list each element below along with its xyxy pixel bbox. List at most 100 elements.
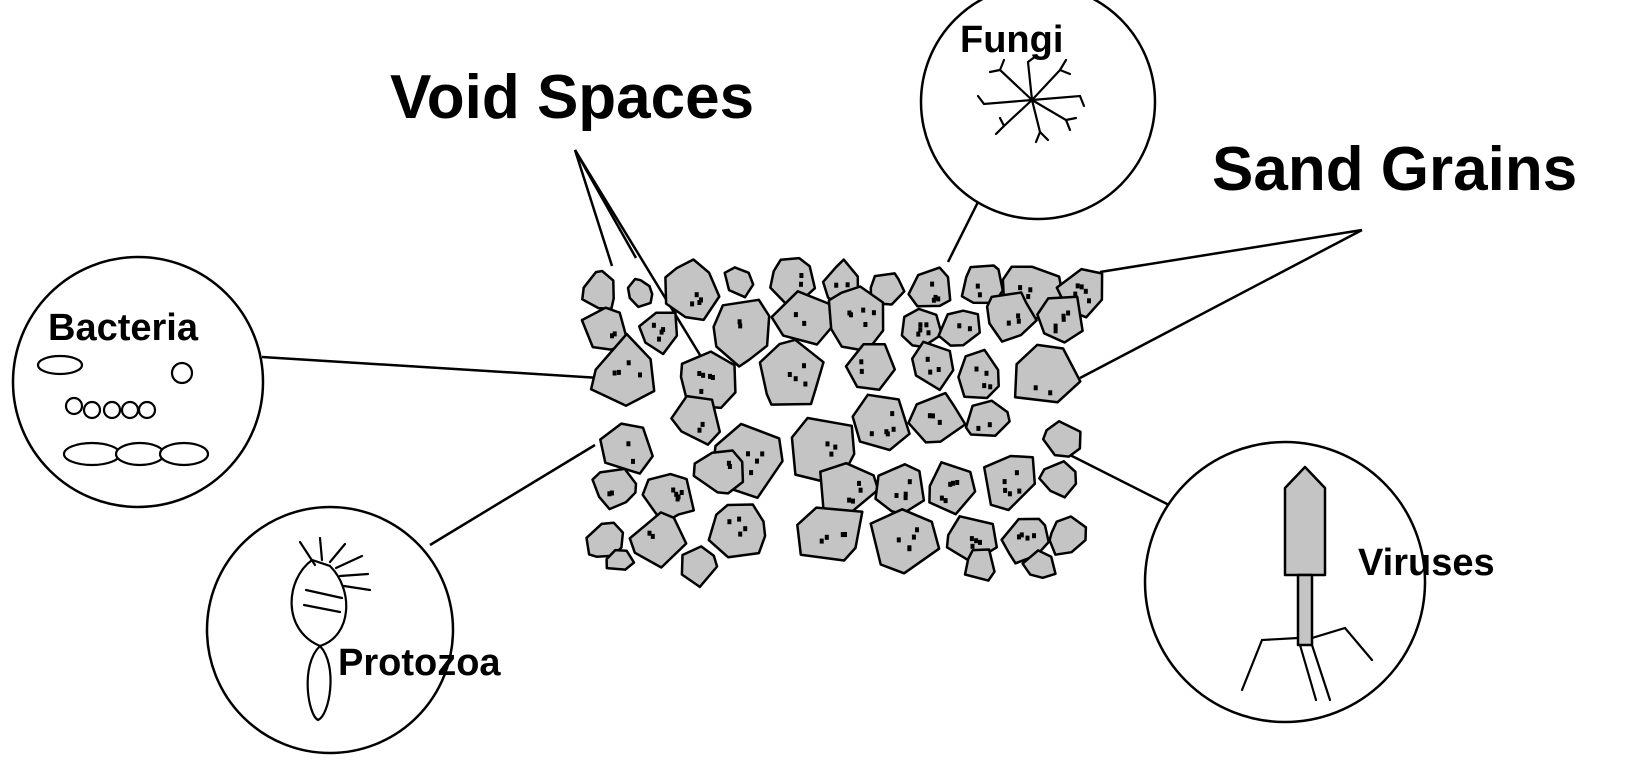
grain-speck: [833, 445, 837, 450]
grain-speck: [760, 451, 764, 456]
fungi-label: Fungi: [960, 19, 1063, 61]
grain-speck: [803, 382, 807, 387]
grain-speck: [1087, 298, 1091, 303]
grain-speck: [1003, 479, 1007, 484]
grain-speck: [607, 491, 611, 496]
sand-grain: [671, 396, 719, 445]
protozoa-label: Protozoa: [338, 642, 501, 684]
sand-grain: [639, 313, 677, 354]
grain-speck: [676, 497, 680, 502]
bacteria-circle: [13, 257, 263, 507]
grain-speck: [918, 322, 922, 327]
grain-speck: [955, 480, 959, 485]
fungi-leader: [948, 194, 982, 262]
protozoa-callout: Protozoa: [207, 507, 501, 753]
grain-speck: [648, 531, 652, 536]
grain-speck: [926, 357, 930, 362]
grain-speck: [927, 330, 931, 335]
sand-grain: [829, 287, 883, 352]
viruses-leader: [1070, 455, 1175, 508]
grain-speck: [626, 441, 630, 446]
void-spaces-label: Void Spaces: [390, 63, 754, 132]
grain-speck: [794, 376, 798, 381]
grain-speck: [826, 441, 830, 446]
grain-speck: [749, 470, 753, 475]
grain-speck: [857, 481, 861, 486]
sand-grain: [909, 393, 966, 442]
grain-speck: [847, 311, 851, 316]
sand-grain: [929, 462, 975, 514]
grain-speck: [617, 370, 621, 375]
sand-grain: [1037, 297, 1082, 343]
sand-grain: [871, 509, 939, 573]
sand-grain: [1039, 461, 1076, 497]
grain-speck: [931, 413, 935, 418]
grain-speck: [1020, 532, 1024, 537]
grain-speck: [847, 498, 851, 503]
grain-speck: [951, 481, 955, 486]
grain-speck: [915, 527, 919, 532]
bacteria-label: Bacteria: [48, 307, 199, 349]
grain-speck: [788, 372, 792, 377]
grain-speck: [834, 283, 838, 288]
grain-speck: [974, 538, 978, 543]
sand-grain: [965, 550, 995, 581]
grain-speck: [1084, 289, 1088, 294]
grain-speck: [860, 369, 864, 374]
grain-speck: [985, 371, 989, 376]
grain-speck: [794, 312, 798, 317]
grain-speck: [631, 459, 635, 464]
sand-grains-label: Sand Grains: [1212, 135, 1577, 204]
grain-speck: [957, 323, 961, 328]
grain-speck: [940, 496, 944, 501]
grain-speck: [1080, 284, 1084, 289]
sand-grain: [593, 469, 637, 509]
grain-speck: [1028, 287, 1032, 292]
grain-speck: [657, 337, 661, 342]
grain-speck: [727, 461, 731, 466]
grain-speck: [1054, 324, 1058, 329]
grain-speck: [982, 383, 986, 388]
grain-speck: [1076, 283, 1080, 288]
protozoa-leader: [430, 445, 595, 545]
grain-speck: [1015, 470, 1019, 475]
grain-speck: [872, 310, 876, 315]
grain-speck: [870, 431, 874, 436]
grain-speck: [886, 431, 890, 436]
sand-grain: [984, 456, 1035, 510]
grain-speck: [738, 323, 742, 328]
grain-speck: [916, 332, 920, 337]
grain-speck: [690, 301, 694, 306]
sand-grain-cluster: [582, 258, 1102, 587]
sand-grain: [1015, 345, 1080, 402]
grain-speck: [727, 519, 731, 524]
sand-grain: [846, 344, 895, 390]
grain-speck: [1017, 319, 1021, 324]
grain-speck: [976, 426, 980, 431]
grain-speck: [1008, 491, 1012, 496]
grain-speck: [988, 422, 992, 427]
grain-speck: [971, 544, 975, 549]
grain-speck: [1018, 285, 1022, 290]
grain-speck: [695, 292, 699, 297]
bacteria-leader: [262, 357, 600, 378]
sand-grain: [694, 451, 743, 494]
sand-grain: [630, 512, 686, 567]
grain-speck: [627, 360, 631, 365]
grain-speck: [738, 532, 742, 537]
grain-speck: [841, 532, 845, 537]
sand-grain: [820, 463, 878, 514]
grain-speck: [1062, 317, 1066, 322]
grain-speck: [820, 539, 824, 544]
sand-grain: [1043, 421, 1080, 456]
protozoa-circle: [207, 507, 453, 753]
sand-grain: [958, 350, 998, 398]
grain-speck: [1026, 294, 1030, 299]
grain-speck: [846, 282, 850, 287]
sand-grain: [600, 424, 652, 474]
grain-speck: [1026, 536, 1030, 541]
bacteria-callout: Bacteria: [13, 257, 263, 507]
grain-speck: [930, 282, 934, 287]
grain-speck: [1007, 321, 1011, 326]
grain-speck: [937, 367, 941, 372]
